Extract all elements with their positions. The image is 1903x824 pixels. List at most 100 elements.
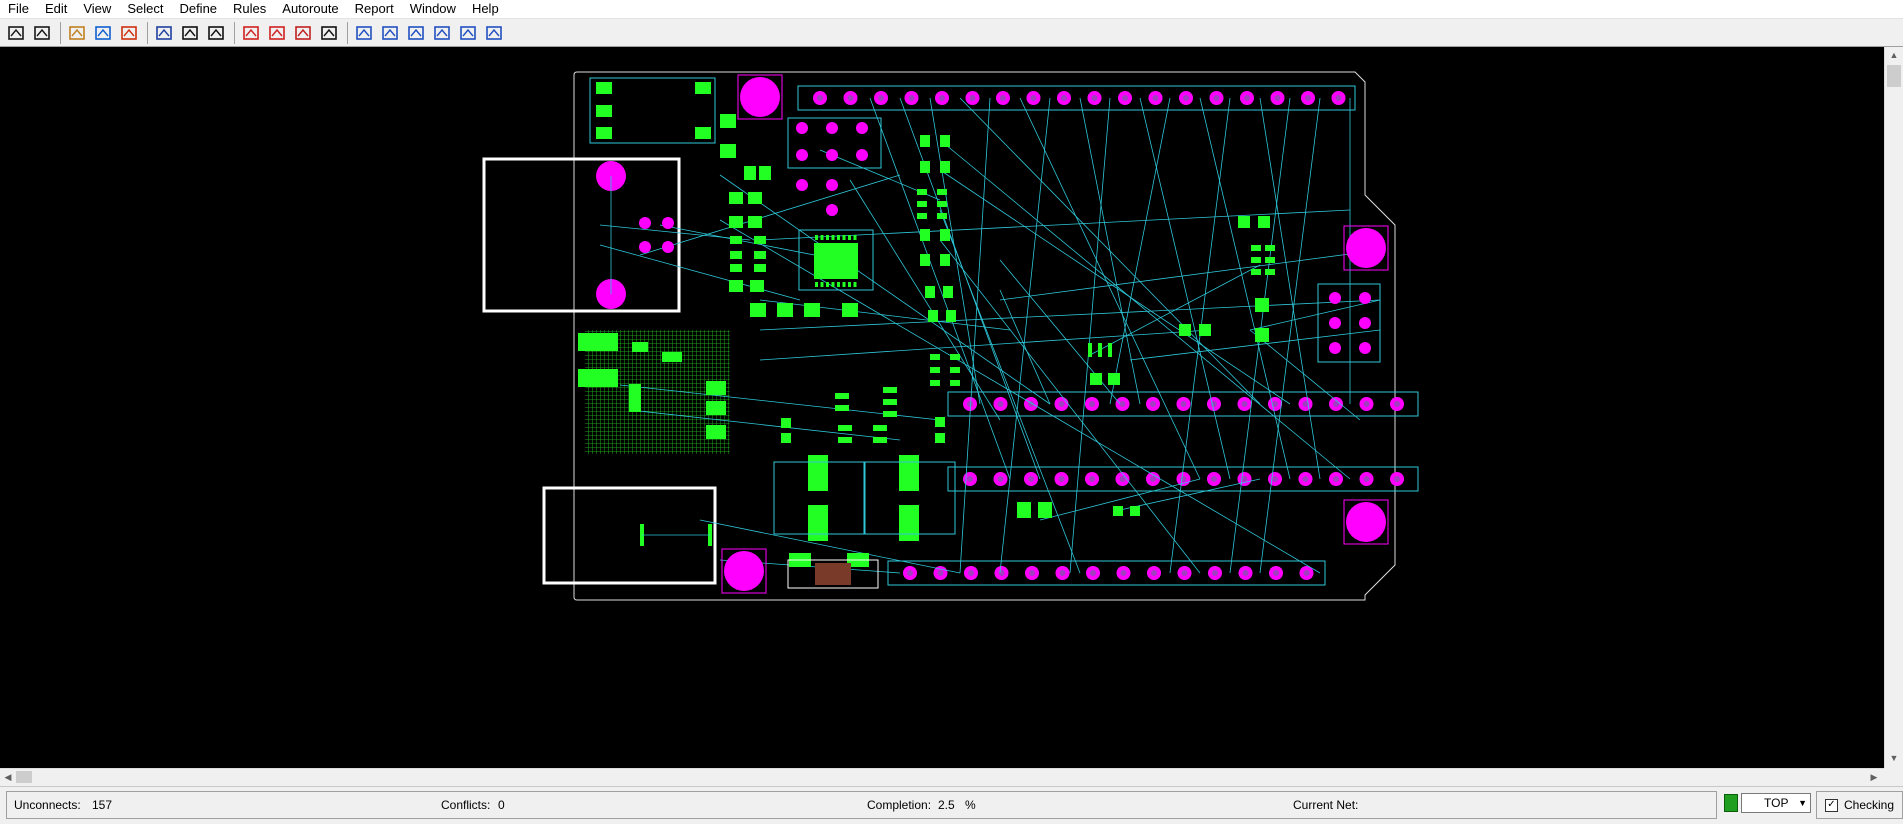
bottom-header-pin-hole	[998, 570, 1005, 576]
smd-pad	[1265, 257, 1275, 263]
ratsnest-line	[759, 329, 1211, 361]
globe-icon[interactable]	[91, 21, 115, 45]
capacitor-pad	[899, 505, 919, 541]
menu-edit[interactable]: Edit	[44, 1, 68, 16]
menu-window[interactable]: Window	[409, 1, 456, 16]
push-icon[interactable]	[378, 21, 402, 45]
chevron-down-icon: ▼	[1798, 798, 1807, 808]
scroll-right-icon[interactable]: ▶	[1870, 772, 1878, 782]
menu-report[interactable]: Report	[354, 1, 394, 16]
smd-pad	[1251, 257, 1261, 263]
menu-define[interactable]: Define	[179, 1, 218, 16]
crystal-pad	[596, 127, 612, 139]
top-header-pin-hole	[1274, 95, 1281, 101]
vertical-scroll-thumb[interactable]	[1887, 65, 1901, 87]
menu-autoroute[interactable]: Autoroute	[282, 1, 339, 16]
smd-pad	[748, 192, 762, 204]
ratsnest-line	[699, 519, 961, 574]
smd-pad	[917, 201, 927, 207]
smd-pad	[842, 303, 858, 317]
smd-pad	[629, 384, 641, 412]
scroll-left-icon[interactable]: ◀	[4, 772, 12, 782]
ratsnest-line	[999, 289, 1051, 405]
capacitor-pad	[808, 455, 828, 491]
mcu-outline	[798, 229, 874, 291]
menu-rules[interactable]: Rules	[233, 1, 267, 16]
ratsnest-line	[939, 239, 1201, 574]
shove-icon[interactable]	[404, 21, 428, 45]
smd-pad	[838, 437, 852, 443]
document-icon[interactable]	[152, 21, 176, 45]
completion-value: 2.5	[938, 798, 955, 812]
mid-header-bot-pin-hole	[1028, 476, 1034, 482]
smd-pad	[925, 286, 935, 298]
route-icon-4[interactable]	[317, 21, 341, 45]
checkbox-icon[interactable]: ✓	[1825, 798, 1838, 812]
ratsnest-line	[629, 409, 901, 441]
route-icon-2[interactable]	[265, 21, 289, 45]
bottom-header-box	[887, 560, 1326, 586]
top-header-pin-hole	[1152, 95, 1159, 101]
netlist-icon[interactable]	[30, 21, 54, 45]
highlight-icon[interactable]	[65, 21, 89, 45]
pcb-board-view[interactable]	[0, 47, 1884, 768]
mcu-pin	[831, 282, 835, 287]
menu-help[interactable]: Help	[471, 1, 499, 16]
mounting-hole-box	[1343, 499, 1389, 545]
layers-icon[interactable]	[117, 21, 141, 45]
route-icon-3[interactable]	[291, 21, 315, 45]
completion-label: Completion:	[867, 798, 932, 812]
smd-pad	[730, 251, 742, 259]
scroll-up-icon[interactable]: ▲	[1889, 50, 1899, 60]
autoroute-icon[interactable]	[430, 21, 454, 45]
smooth-icon[interactable]	[482, 21, 506, 45]
smd-pad	[1108, 373, 1120, 385]
smd-pad	[777, 303, 793, 317]
horizontal-scrollbar[interactable]: ◀ ▶	[0, 768, 1884, 785]
smd-pad	[1255, 298, 1269, 312]
smd-pad	[1017, 502, 1031, 518]
grid-icon[interactable]	[4, 21, 28, 45]
fanout-icon[interactable]	[456, 21, 480, 45]
checking-toggle[interactable]: ✓ Checking	[1816, 791, 1903, 819]
smd-pad	[950, 367, 960, 373]
smd-pad	[950, 354, 960, 360]
measure-icon[interactable]	[204, 21, 228, 45]
pcb-canvas[interactable]	[0, 47, 1884, 768]
layer-color-icon[interactable]	[1724, 794, 1738, 812]
smd-pad	[873, 437, 887, 443]
crystal-box	[589, 77, 716, 144]
route-dashed-icon[interactable]	[239, 21, 263, 45]
mounting-hole-box	[721, 548, 767, 594]
menu-select[interactable]: Select	[127, 1, 164, 16]
move-icon[interactable]	[352, 21, 376, 45]
smd-pad	[940, 229, 950, 241]
layer-select[interactable]: TOP ▼	[1741, 793, 1811, 813]
check-icon[interactable]	[178, 21, 202, 45]
vertical-scrollbar[interactable]: ▲ ▼	[1884, 47, 1903, 768]
horizontal-scroll-thumb[interactable]	[16, 771, 32, 783]
smd-pad	[632, 342, 648, 352]
completion-unit: %	[965, 798, 976, 812]
smd-pad	[928, 310, 938, 322]
icsp-pin	[796, 122, 808, 134]
mid-header-top-pin-hole	[1180, 401, 1187, 407]
checking-label: Checking	[1844, 798, 1895, 812]
capacitor-pad	[899, 455, 919, 491]
layer-select-value: TOP	[1764, 796, 1789, 810]
smd-pad	[946, 310, 956, 322]
icsp-pin	[796, 149, 808, 161]
usb-pin	[639, 217, 651, 229]
ratsnest-line	[849, 179, 1001, 421]
smd-pad	[873, 425, 887, 431]
smd-pad	[930, 380, 940, 386]
bottom-header-pin-hole	[1029, 570, 1035, 576]
mcu-pin	[848, 282, 851, 287]
ratsnest-line	[1199, 97, 1291, 480]
smd-pad	[940, 254, 950, 266]
scroll-down-icon[interactable]: ▼	[1889, 753, 1899, 763]
menu-view[interactable]: View	[83, 1, 112, 16]
smd-pad	[1088, 343, 1092, 357]
capacitor-box	[864, 461, 956, 535]
menu-file[interactable]: File	[8, 1, 29, 16]
